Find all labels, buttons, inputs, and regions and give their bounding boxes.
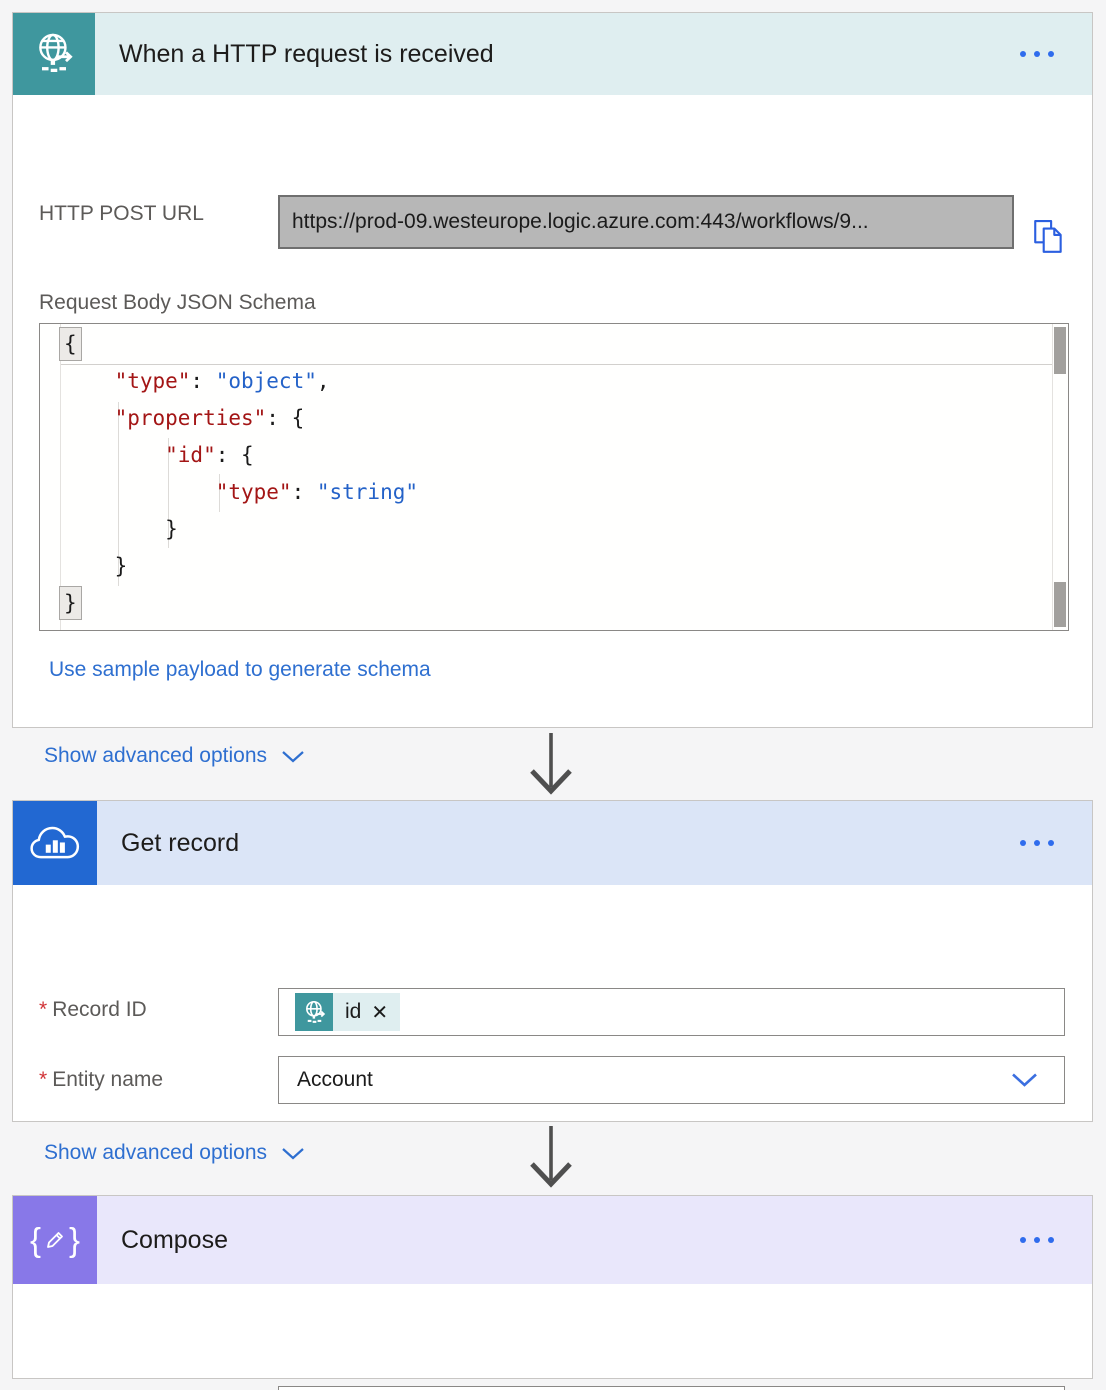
get-record-advanced-options-link[interactable]: Show advanced options (44, 1141, 305, 1165)
braces-pencil-icon: { } (29, 1221, 81, 1258)
data-operations-connector-tile: { } (13, 1196, 97, 1284)
http-request-connector-tile (13, 13, 95, 95)
http-request-token-tile (295, 993, 333, 1031)
required-asterisk: * (39, 1068, 48, 1091)
get-record-card-header[interactable]: Get record (13, 801, 1092, 885)
trigger-card-header[interactable]: When a HTTP request is received (13, 13, 1092, 95)
required-asterisk: * (39, 998, 48, 1021)
entity-name-label: *Entity name (39, 1068, 164, 1091)
advanced-options-label: Show advanced options (44, 1141, 267, 1164)
copy-url-button[interactable] (1032, 219, 1066, 257)
dataverse-connector-tile (13, 801, 97, 885)
remove-token-icon[interactable]: ✕ (371, 1001, 389, 1024)
cloud-bars-icon (30, 826, 80, 859)
request-body-schema-label: Request Body JSON Schema (39, 291, 316, 314)
editor-scrollbar-track (1052, 324, 1053, 630)
compose-title: Compose (121, 1225, 228, 1254)
sample-payload-link-label: Use sample payload to generate schema (49, 658, 431, 681)
bracket-match: { (59, 327, 82, 361)
trigger-card: When a HTTP request is received HTTP POS… (12, 12, 1093, 767)
flow-connector-arrow[interactable] (523, 1126, 579, 1192)
entity-name-dropdown[interactable]: Account (278, 1056, 1065, 1104)
trigger-title: When a HTTP request is received (119, 39, 494, 68)
json-schema-editor[interactable]: { "type": "object", "properties": { "id"… (39, 323, 1069, 631)
compose-card-header[interactable]: { } Compose (13, 1196, 1092, 1284)
flow-connector-arrow[interactable] (523, 733, 579, 799)
record-id-label: *Record ID (39, 998, 147, 1021)
entity-name-value: Account (297, 1068, 373, 1091)
compose-card: { } Compose *Inputs (12, 1195, 1093, 1390)
indent-guide (218, 474, 220, 512)
chevron-down-icon (282, 1147, 304, 1159)
http-post-url-value[interactable]: https://prod-09.westeurope.logic.azure.c… (278, 195, 1014, 249)
json-schema-code: { "type": "object", "properties": { "id"… (40, 326, 1052, 622)
trigger-advanced-options-link[interactable]: Show advanced options (44, 744, 305, 768)
more-options-icon[interactable] (1016, 43, 1058, 65)
editor-gutter-divider (60, 324, 61, 630)
token-label: id (345, 1000, 362, 1023)
editor-current-line-rule (61, 364, 1052, 365)
globe-request-icon (39, 33, 73, 72)
record-id-input[interactable]: id ✕ (278, 988, 1065, 1036)
inputs-input[interactable]: Account ' Account Name ✕ (278, 1386, 1065, 1390)
sample-payload-link[interactable]: Use sample payload to generate schema (49, 658, 431, 682)
record-id-token[interactable]: id ✕ (295, 993, 401, 1031)
http-post-url-text: https://prod-09.westeurope.logic.azure.c… (292, 210, 869, 233)
get-record-title: Get record (121, 828, 240, 857)
indent-guide (168, 438, 170, 548)
bracket-match: } (59, 586, 82, 620)
get-record-card: Get record *Record ID (12, 800, 1093, 1164)
chevron-down-icon (282, 750, 304, 762)
editor-scrollbar-thumb[interactable] (1054, 327, 1066, 374)
advanced-options-label: Show advanced options (44, 744, 267, 767)
chevron-down-icon[interactable] (1011, 1073, 1038, 1088)
copy-pages-icon (1034, 220, 1062, 253)
globe-request-icon (305, 1000, 325, 1023)
indent-guide (117, 402, 119, 586)
editor-scrollbar-thumb[interactable] (1054, 582, 1066, 627)
more-options-icon[interactable] (1016, 832, 1058, 854)
more-options-icon[interactable] (1016, 1229, 1058, 1251)
http-post-url-label: HTTP POST URL (39, 202, 204, 225)
